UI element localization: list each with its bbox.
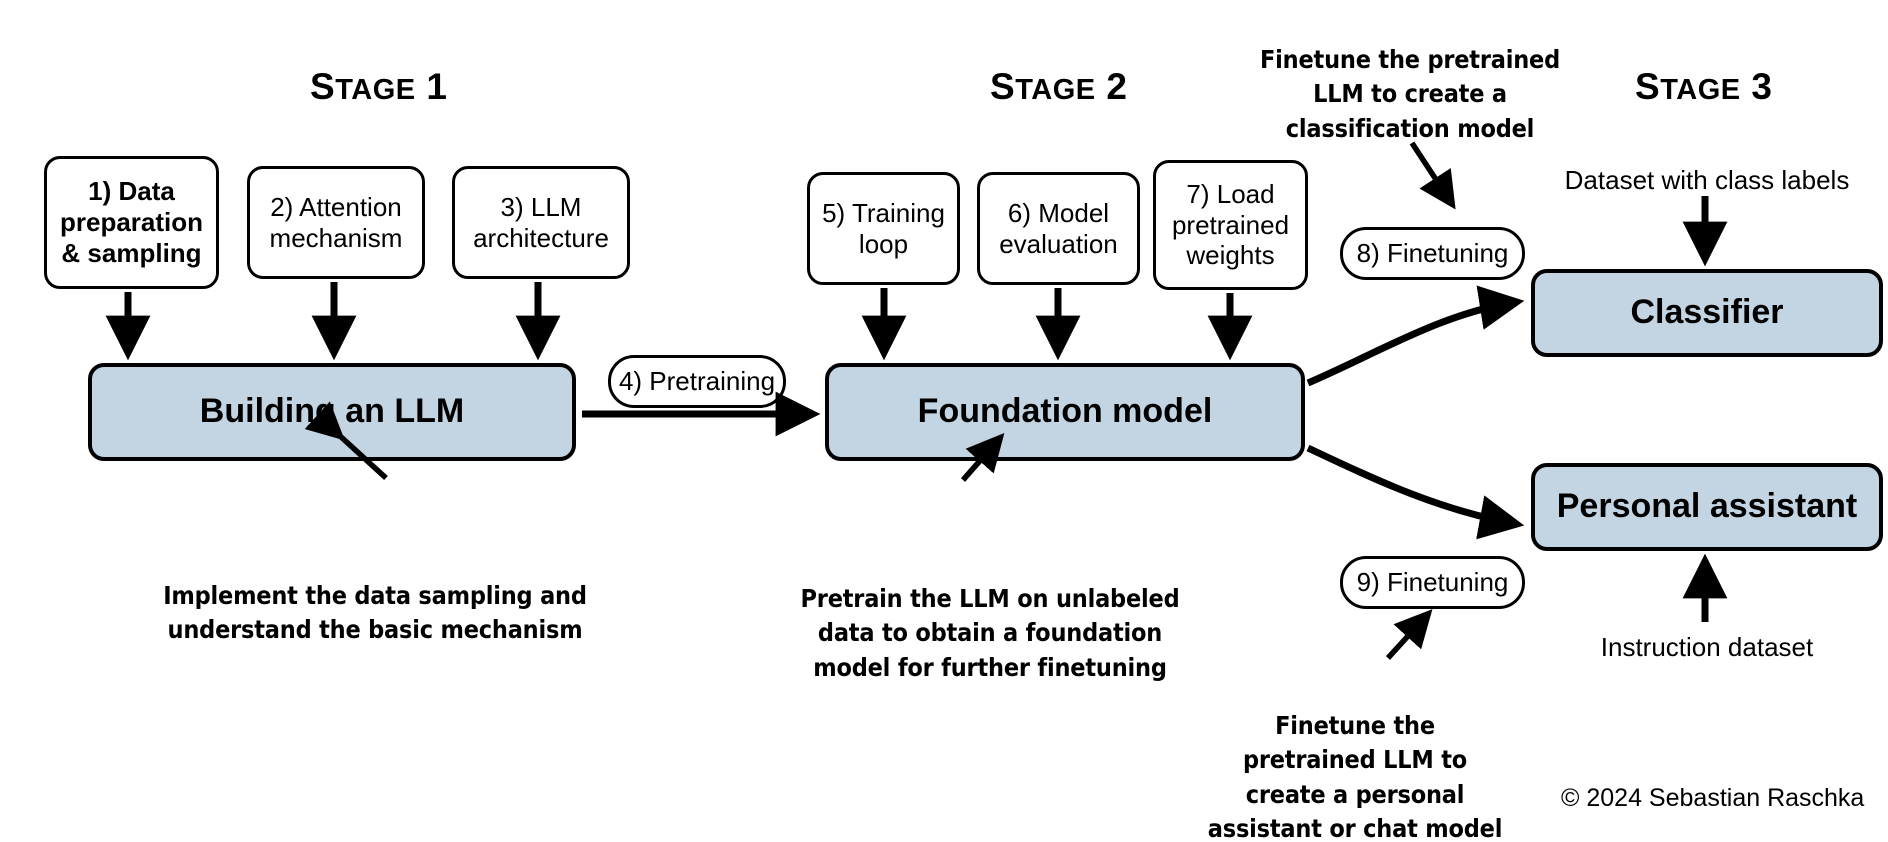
note-instruction-dataset: Instruction dataset [1600,632,1814,662]
note-dataset-with-class-labels: Dataset with class labels [1564,165,1850,195]
copyright-notice: © 2024 Sebastian Raschka [1561,784,1865,812]
stage-1-heading: STAGE 1 [310,66,448,107]
stage-3-heading-s: S [1635,66,1661,107]
arrow-caption-classification [1409,141,1456,210]
step-box-7-label: 7) Load pretrained weights [1171,178,1290,271]
blue-box-personal-assistant-label: Personal assistant [1556,487,1858,526]
pill-box-8-finetuning[interactable]: 8) Finetuning [1340,227,1525,280]
blue-box-classifier-label: Classifier [1630,293,1784,332]
step-box-3-label: 3) LLM architecture [473,191,609,253]
stage-3-heading: STAGE 3 [1635,68,1772,105]
caption-stage-1: Implement the data sampling and understa… [163,580,587,645]
pill-box-8-label: 8) Finetuning [1356,238,1509,269]
blue-box-classifier[interactable]: Classifier [1531,269,1883,357]
blue-box-foundation-model[interactable]: Foundation model [825,363,1305,461]
stage-2-heading-rest: TAGE [1015,74,1096,106]
step-box-1-data-preparation[interactable]: 1) Data preparation & sampling [44,156,219,289]
blue-box-personal-assistant[interactable]: Personal assistant [1531,463,1883,551]
stage-1-heading-rest: TAGE [335,74,416,106]
arrow-foundation-to-personal-assistant [1306,444,1525,540]
stage-2-heading-number: 2 [1106,66,1128,107]
blue-box-building-an-llm[interactable]: Building an LLM [88,363,576,461]
stage-2-heading: STAGE 2 [990,68,1127,105]
step-box-1-label: 1) Data preparation & sampling [59,176,204,268]
arrow-caption-assistant [1385,609,1433,660]
pill-box-4-label: 4) Pretraining [618,366,776,397]
step-box-7-load-pretrained-weights[interactable]: 7) Load pretrained weights [1153,160,1308,290]
caption-stage-2: Pretrain the LLM on unlabeled data to ob… [800,583,1180,682]
arrow-foundation-to-classifier [1306,285,1525,387]
caption-personal-assistant: Finetune the pretrained LLM to create a … [1207,710,1503,842]
pill-box-9-finetuning[interactable]: 9) Finetuning [1340,556,1525,609]
stage-3-heading-number: 3 [1751,66,1773,107]
pill-box-4-pretraining[interactable]: 4) Pretraining [608,355,786,408]
caption-classification-model: Finetune the pretrained LLM to create a … [1259,44,1561,143]
pill-box-9-label: 9) Finetuning [1356,567,1509,598]
step-box-2-attention-mechanism[interactable]: 2) Attention mechanism [247,166,425,279]
step-box-6-label: 6) Model evaluation [999,197,1118,259]
step-box-5-training-loop[interactable]: 5) Training loop [807,172,960,285]
step-box-3-llm-architecture[interactable]: 3) LLM architecture [452,166,630,279]
step-box-2-label: 2) Attention mechanism [269,191,403,253]
blue-box-foundation-model-label: Foundation model [917,392,1213,431]
stage-2-heading-s: S [990,66,1016,107]
stage-1-heading-s: S [310,66,336,107]
blue-box-building-an-llm-label: Building an LLM [199,392,465,431]
step-box-5-label: 5) Training loop [822,197,945,259]
stage-3-heading-rest: TAGE [1660,74,1741,106]
step-box-6-model-evaluation[interactable]: 6) Model evaluation [977,172,1140,285]
stage-1-heading-number [416,66,427,107]
